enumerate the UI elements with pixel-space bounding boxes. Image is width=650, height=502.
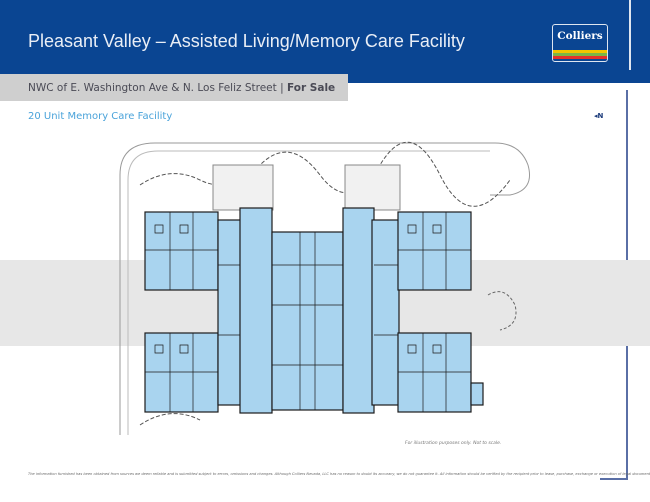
page-border-bottom <box>600 478 628 480</box>
core-center <box>271 231 344 411</box>
site-outline <box>119 141 530 435</box>
header-divider <box>629 0 631 70</box>
separator: | <box>280 82 284 94</box>
subheader-bar <box>0 74 348 101</box>
building <box>144 207 484 414</box>
plan-note: For illustration purposes only. Not to s… <box>405 441 502 446</box>
section-title: 20 Unit Memory Care Facility <box>28 111 173 122</box>
logo-stripe-yellow <box>553 50 607 53</box>
page-title: Pleasant Valley – Assisted Living/Memory… <box>28 31 465 51</box>
floor-plan <box>119 141 530 435</box>
unit-wing-ne <box>397 211 472 291</box>
interior-walls <box>145 212 471 412</box>
logo-text: Colliers <box>557 30 603 42</box>
corridor-west <box>239 207 273 414</box>
corridor-east <box>342 207 375 414</box>
location-text: NWC of E. Washington Ave & N. Los Feliz … <box>28 82 277 94</box>
unit-wing-nw <box>144 211 219 291</box>
annex-east <box>470 382 484 406</box>
connector-east <box>371 219 400 406</box>
unit-wing-sw <box>144 332 219 413</box>
sale-status: For Sale <box>287 82 336 94</box>
north-arrow-icon: ◂N <box>594 112 604 120</box>
disclaimer: The information furnished has been obtai… <box>28 472 650 476</box>
subheader: NWC of E. Washington Ave & N. Los Feliz … <box>28 82 335 94</box>
logo-stripe-green <box>553 53 607 56</box>
header-banner <box>0 0 650 83</box>
unit-wing-se <box>397 332 472 413</box>
logo-stripe-red <box>553 56 607 59</box>
connector-west <box>217 219 244 406</box>
colliers-logo: Colliers <box>552 24 608 62</box>
